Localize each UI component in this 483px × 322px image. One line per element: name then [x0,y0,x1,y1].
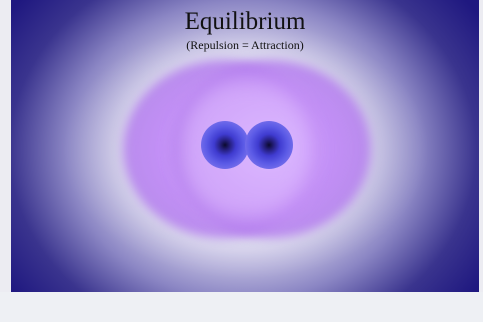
title: Equilibrium [184,8,306,35]
right-nucleus [245,121,293,169]
bottom-strip [0,292,483,322]
molecule-illustration: Equilibrium (Repulsion = Attraction) [11,0,479,292]
left-nucleus [201,121,249,169]
subtitle: (Repulsion = Attraction) [186,38,304,52]
